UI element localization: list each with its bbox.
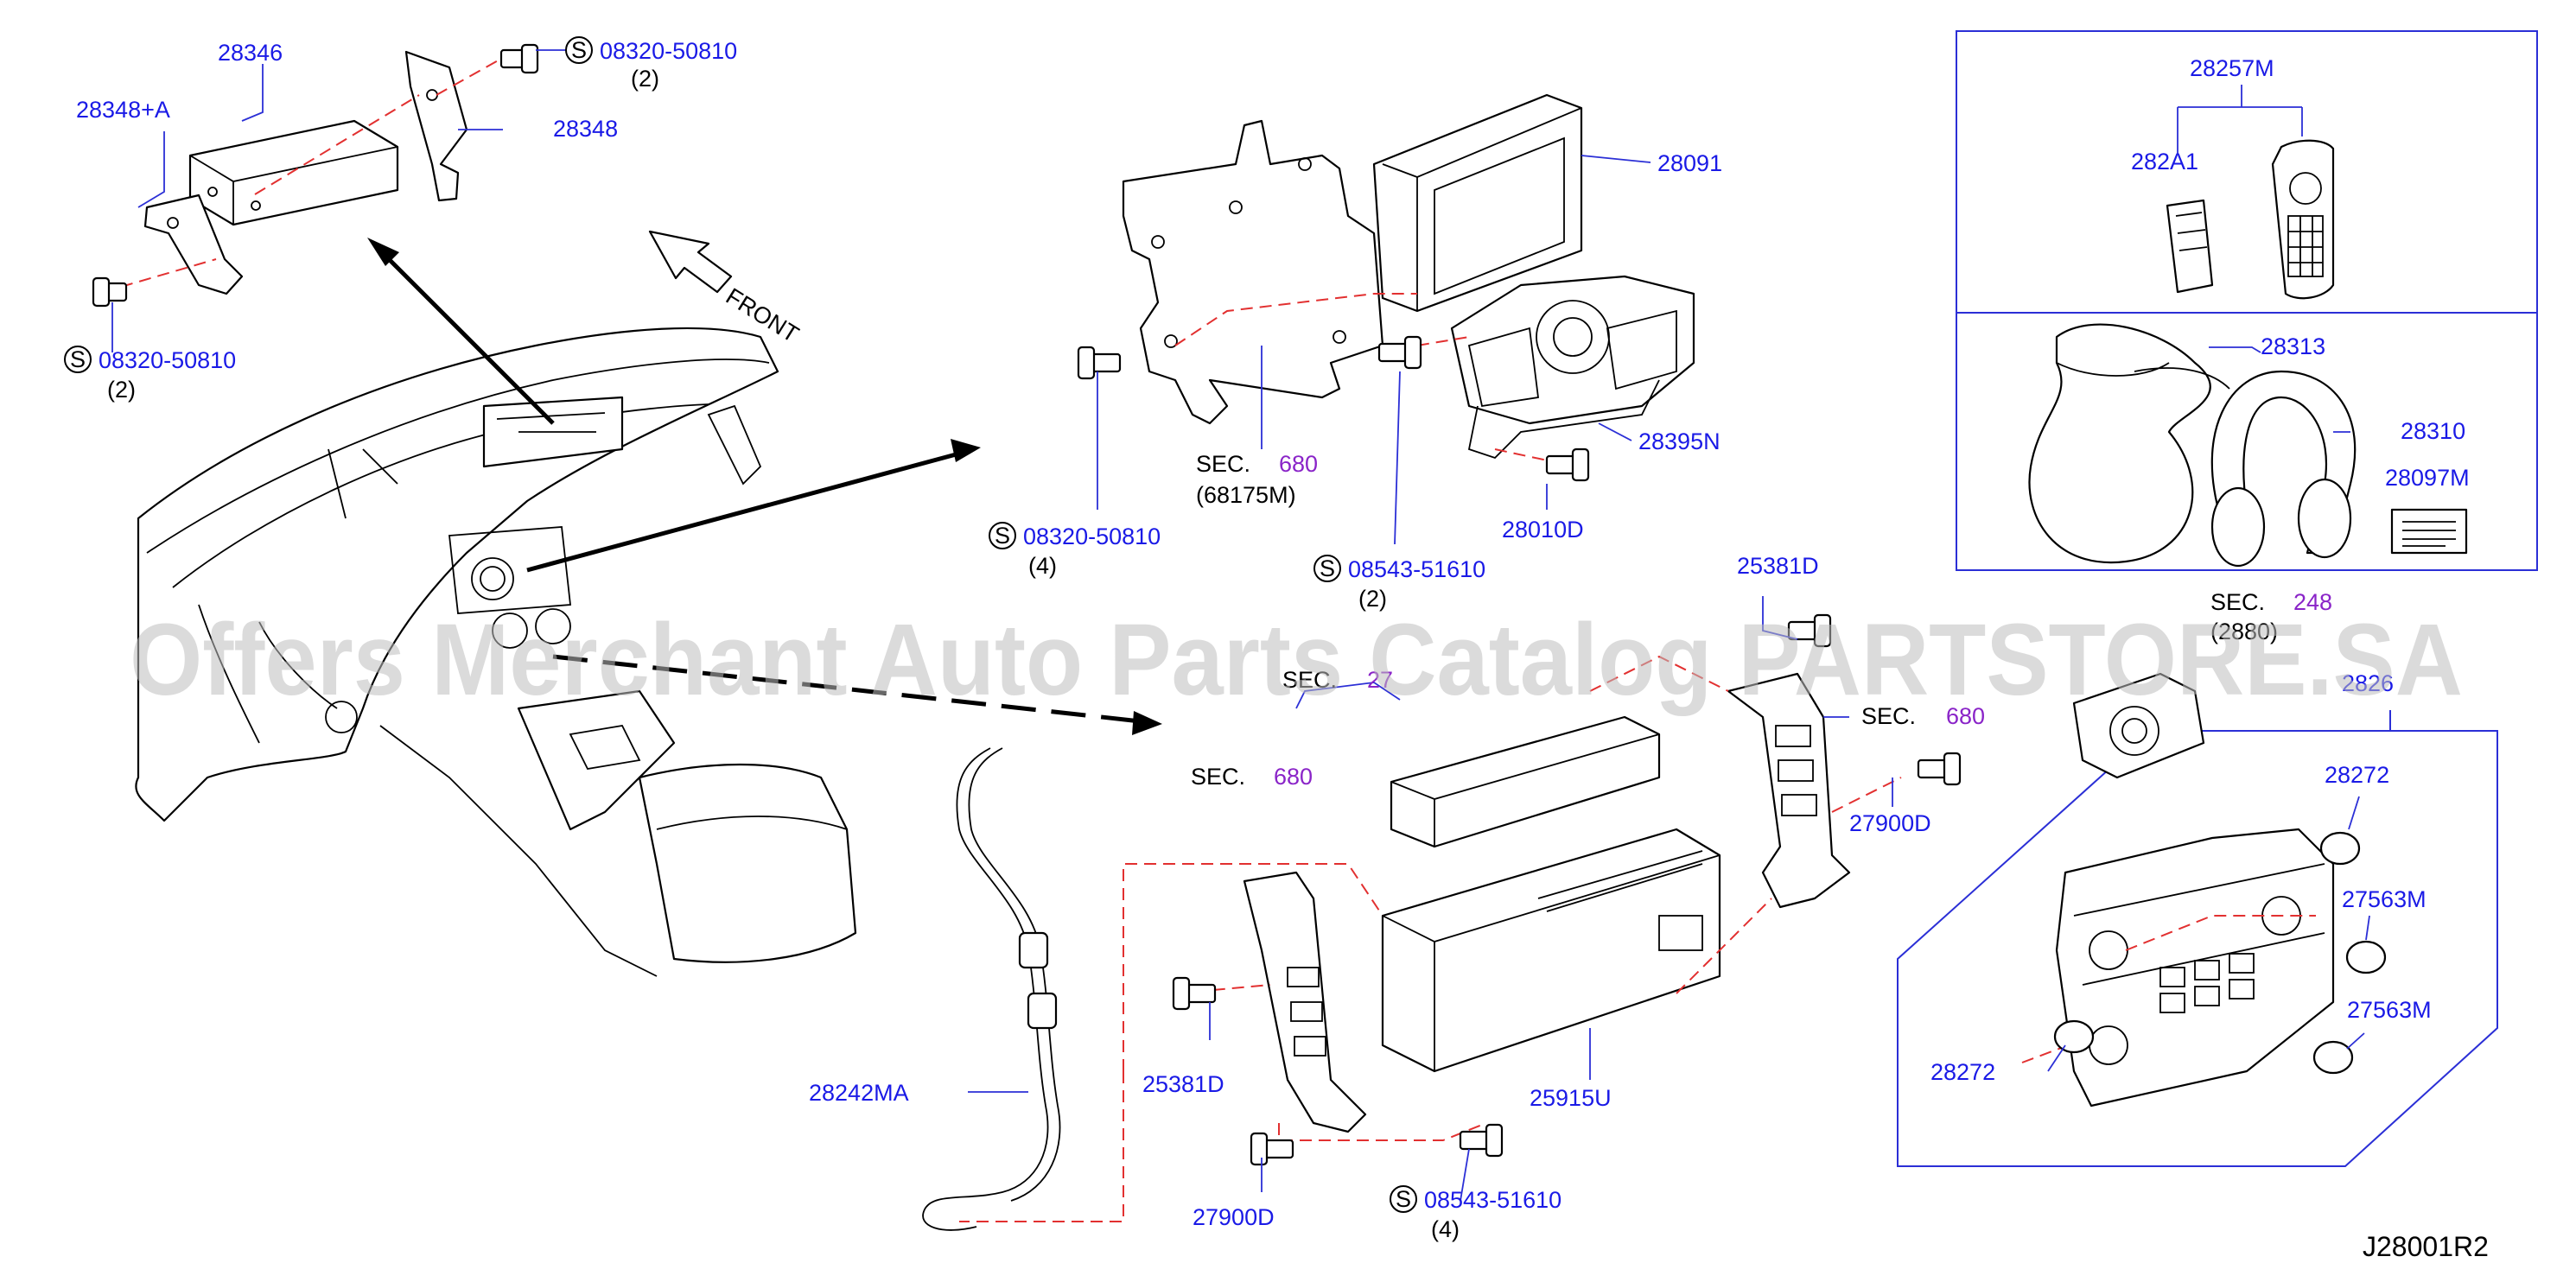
sec-label: SEC.	[1861, 703, 1916, 729]
leader-lines	[111, 49, 2370, 1202]
fastener-qty: (2)	[631, 66, 659, 92]
s-symbols: S S S S S	[64, 36, 1417, 1213]
svg-text:S: S	[571, 37, 587, 63]
part-label-25381d: 25381D	[1737, 553, 1819, 579]
sec-number: 680	[1946, 703, 1985, 729]
s-symbol: S	[64, 346, 92, 373]
sec-label: SEC.	[2210, 589, 2265, 615]
section-refs: SEC. 680 (68175M) SEC. 27 SEC. 680 SEC. …	[1191, 451, 2332, 790]
fastener-label: 08543-51610	[1424, 1187, 1562, 1213]
sec-label: SEC.	[1191, 764, 1245, 790]
fastener-label: 08543-51610	[1348, 556, 1485, 582]
part-label-25915u: 25915U	[1530, 1085, 1612, 1111]
control-panel-box	[1897, 672, 2498, 1167]
part-label-27563m-lower: 27563M	[2347, 997, 2432, 1023]
part-label-28395n: 28395N	[1638, 428, 1721, 454]
module-28346	[92, 43, 539, 308]
s-symbol: S	[1313, 555, 1341, 582]
fastener-qty: (4)	[1028, 553, 1057, 579]
svg-text:S: S	[70, 346, 86, 372]
sec-number: 680	[1274, 764, 1313, 790]
dashboard-illustration	[135, 327, 857, 977]
svg-text:S: S	[1396, 1186, 1411, 1212]
part-label-28348-a: 28348+A	[76, 97, 170, 123]
sec-sub: (2880)	[2210, 619, 2278, 644]
part-label-2826: 2826	[2342, 670, 2394, 696]
part-label-27900d-lower: 27900D	[1193, 1204, 1275, 1230]
part-label-28242ma: 28242MA	[809, 1080, 909, 1106]
sec-number: 248	[2293, 589, 2332, 615]
part-label-28346: 28346	[218, 40, 283, 66]
part-label-28257m: 28257M	[2190, 55, 2274, 81]
fastener-qty: (4)	[1431, 1216, 1460, 1242]
part-label-28097m: 28097M	[2385, 465, 2470, 491]
watermark: Offers Merchant Auto Parts Catalog PARTS…	[130, 603, 2463, 717]
sec-label: SEC.	[1282, 667, 1337, 693]
sec-label: SEC.	[1196, 451, 1250, 477]
antenna-cable	[922, 747, 1061, 1231]
part-label-28310: 28310	[2401, 418, 2465, 444]
part-label-28348: 28348	[553, 116, 618, 142]
part-label-28091: 28091	[1657, 150, 1722, 176]
fastener-qty: (2)	[107, 377, 136, 403]
accessories-box	[1956, 30, 2538, 571]
sec-number: 27	[1367, 667, 1393, 693]
part-label-27563m: 27563M	[2342, 886, 2427, 912]
s-symbol: S	[989, 522, 1016, 549]
svg-text:S: S	[995, 523, 1010, 549]
sec-number: 680	[1279, 451, 1318, 477]
part-label-28010d: 28010D	[1502, 517, 1584, 543]
part-label-27900d: 27900D	[1849, 810, 1931, 836]
part-label-282a1: 282A1	[2131, 149, 2198, 175]
fastener-label: 08320-50810	[600, 38, 737, 64]
sec-sub: (68175M)	[1196, 482, 1296, 508]
fastener-labels: 08320-50810 (2) 08320-50810 (2) 08320-50…	[99, 38, 1562, 1242]
pointer-arrows	[367, 238, 1162, 735]
part-label-28313: 28313	[2261, 333, 2325, 359]
part-labels: 28346 28348+A 28348 28091 28395N 28010D …	[76, 40, 2470, 1230]
part-label-28272-lower: 28272	[1930, 1059, 1995, 1085]
s-symbol: S	[565, 36, 593, 64]
diagram-code: J28001R2	[2363, 1231, 2489, 1262]
audio-assembly	[959, 613, 1962, 1222]
svg-text:S: S	[1320, 555, 1335, 581]
part-label-25381d-lower: 25381D	[1142, 1071, 1224, 1097]
fastener-label: 08320-50810	[99, 347, 236, 373]
display-assembly	[1077, 93, 1695, 482]
s-symbol: S	[1390, 1185, 1417, 1213]
fastener-qty: (2)	[1358, 586, 1387, 612]
fastener-label: 08320-50810	[1023, 524, 1161, 549]
part-label-28272: 28272	[2325, 762, 2389, 788]
